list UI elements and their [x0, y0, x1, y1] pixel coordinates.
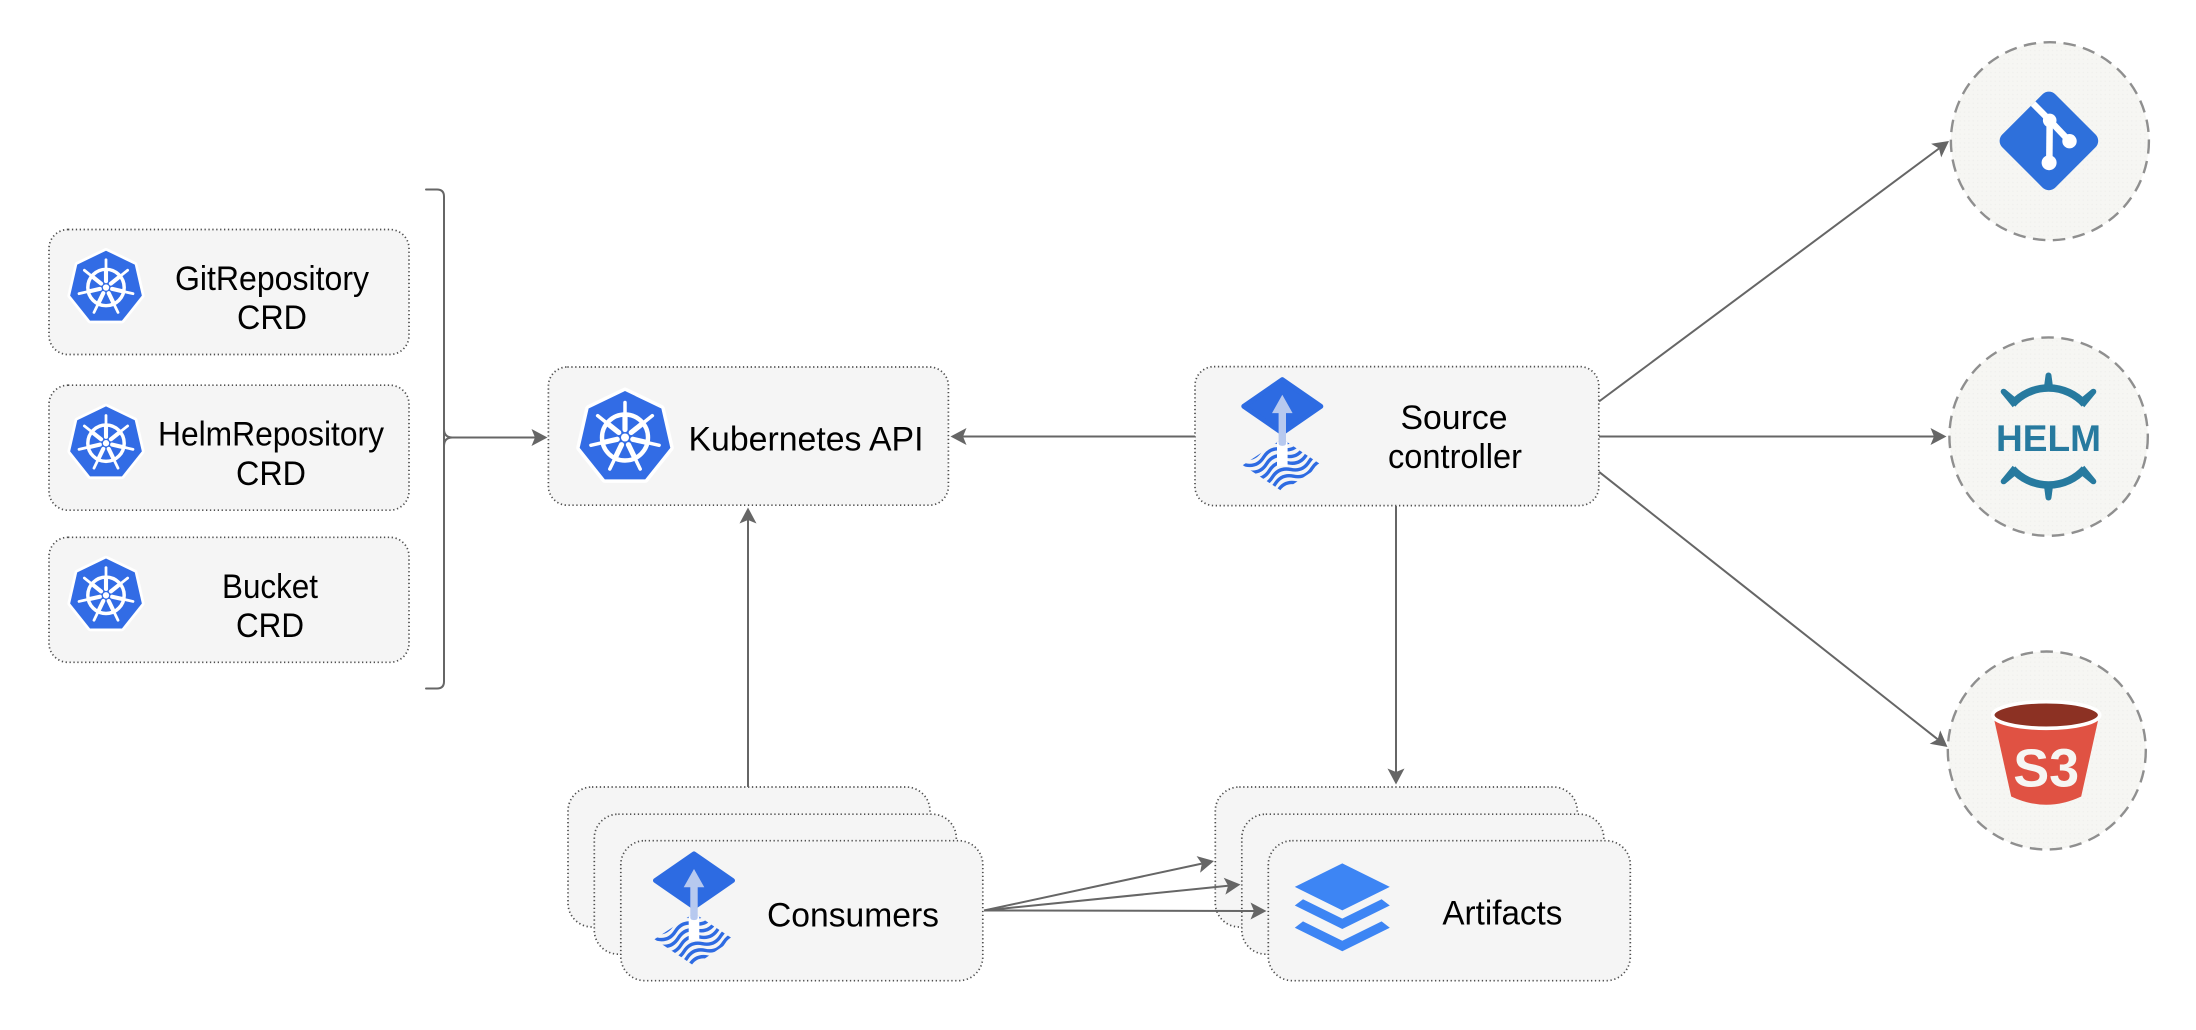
svg-text:GitRepository: GitRepository: [175, 260, 369, 298]
svg-text:CRD: CRD: [236, 607, 304, 645]
svg-text:CRD: CRD: [236, 455, 306, 493]
svg-text:Kubernetes API: Kubernetes API: [689, 420, 924, 458]
svg-text:HelmRepository: HelmRepository: [158, 416, 384, 454]
svg-text:Artifacts: Artifacts: [1442, 895, 1562, 933]
svg-text:Bucket: Bucket: [222, 568, 319, 606]
svg-text:Consumers: Consumers: [767, 897, 939, 935]
svg-text:HELM: HELM: [1996, 418, 2101, 459]
svg-text:Source: Source: [1401, 399, 1508, 437]
svg-text:S3: S3: [2013, 739, 2079, 799]
svg-text:CRD: CRD: [237, 299, 307, 337]
svg-text:controller: controller: [1388, 438, 1522, 476]
